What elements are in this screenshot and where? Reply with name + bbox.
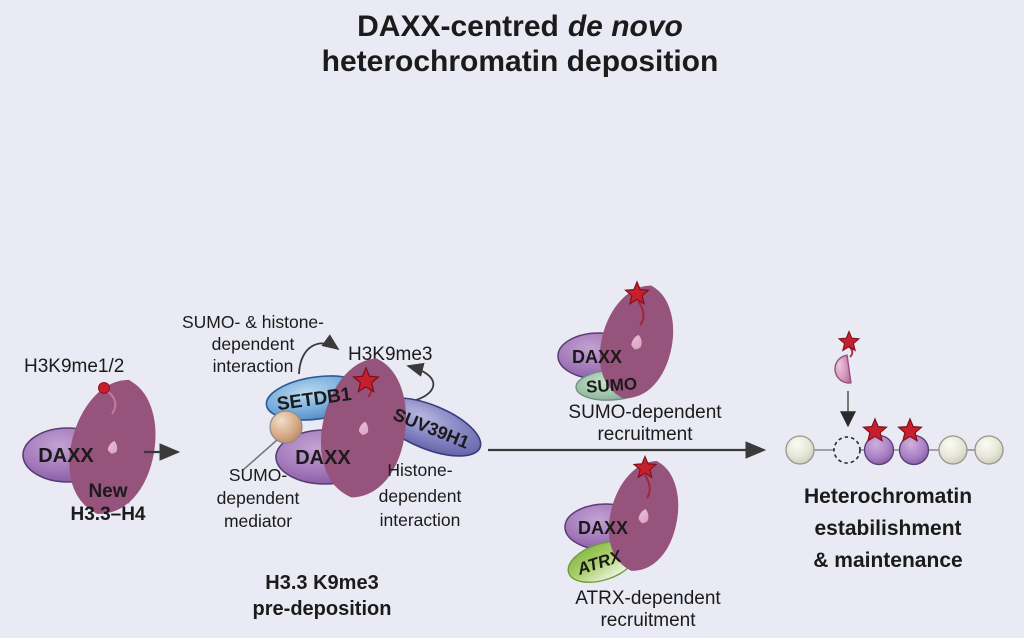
atrx-recruitment-caption-line2: recruitment xyxy=(600,610,696,631)
title-line1: DAXX-centred de novo xyxy=(357,10,683,43)
predeposition-complex-group: SUMO- & histone- dependent interaction H… xyxy=(182,312,482,620)
outcome-caption-line3: & maintenance xyxy=(813,549,962,572)
sumo-label: SUMO xyxy=(586,374,638,397)
sumo-recruitment-group: DAXX SUMO SUMO-dependent recruitment xyxy=(557,282,722,445)
nucleosome-gray-1 xyxy=(785,435,815,465)
daxx-label-sumo: DAXX xyxy=(572,347,622,367)
h33-h4-histone-lens-sumo xyxy=(610,305,665,379)
new-h33h4-caption-line1: New xyxy=(88,481,127,502)
h3k9me3-label: H3K9me3 xyxy=(348,344,433,365)
daxx-label: DAXX xyxy=(38,445,94,467)
predeposition-caption-line2: pre-deposition xyxy=(253,598,392,620)
nucleosome-gray-2 xyxy=(938,435,968,465)
new-h33h4-caption-line2: H3.3–H4 xyxy=(71,504,146,525)
outcome-caption-line2: estabilishment xyxy=(814,517,961,540)
sumo-recruitment-caption-line2: recruitment xyxy=(597,424,693,445)
suv39h1-curved-arrow xyxy=(406,362,435,401)
title-line1-regular: DAXX-centred xyxy=(357,10,559,43)
daxx-label-atrx: DAXX xyxy=(578,518,628,538)
h3-tail-stalk xyxy=(106,390,117,415)
sumo-mediator-note-line2: dependent xyxy=(217,488,300,508)
predeposition-caption-line1: H3.3 K9me3 xyxy=(265,572,378,594)
outcome-caption-line1: Heterochromatin xyxy=(804,485,972,508)
sumo-histone-interaction-line2: dependent xyxy=(212,334,295,354)
figure-title: DAXX-centred de novo heterochromatin depo… xyxy=(322,10,719,78)
sumo-mediator-sphere xyxy=(269,410,303,444)
sumo-histone-interaction-line1: SUMO- & histone- xyxy=(182,312,324,332)
sumo-mediator-note-line3: mediator xyxy=(224,511,292,531)
title-line2: heterochromatin deposition xyxy=(322,45,719,78)
title-line1-italic: de novo xyxy=(568,10,683,43)
mediator-pointer-line xyxy=(242,439,278,471)
interaction-curved-arrow xyxy=(298,334,340,375)
h33-h4-histone-lens-atrx xyxy=(618,481,669,552)
methyl-dot-icon xyxy=(98,382,110,394)
histone-interaction-note-line2: dependent xyxy=(379,486,462,506)
sumo-histone-interaction-line3: interaction xyxy=(213,356,294,376)
h3k9me12-label: H3K9me1/2 xyxy=(24,356,124,377)
h3-tail-stalk-sumo xyxy=(637,300,645,326)
sumo-mediator-note-line1: SUMO- xyxy=(229,465,288,485)
histone-interaction-note-line1: Histone- xyxy=(387,460,452,480)
atrx-recruitment-group: DAXX ATRX ATRX-dependent recruitment xyxy=(564,457,721,631)
atrx-recruitment-caption-line1: ATRX-dependent xyxy=(575,588,721,609)
sumo-recruitment-caption-line1: SUMO-dependent xyxy=(568,402,722,423)
nucleosome-gray-3 xyxy=(974,435,1004,465)
nucleosome-empty-dashed xyxy=(833,436,861,464)
histone-interaction-note-line3: interaction xyxy=(380,510,461,530)
new-h33-h4-group: H3K9me1/2 DAXX New H3.3–H4 xyxy=(22,356,181,525)
daxx-label-complex: DAXX xyxy=(295,447,351,469)
heterochromatin-outcome-group: Heterochromatin estabilishment & mainten… xyxy=(785,332,1004,572)
h3-tail-stalk-atrx xyxy=(644,474,651,499)
histone-halfdisc xyxy=(833,355,851,385)
